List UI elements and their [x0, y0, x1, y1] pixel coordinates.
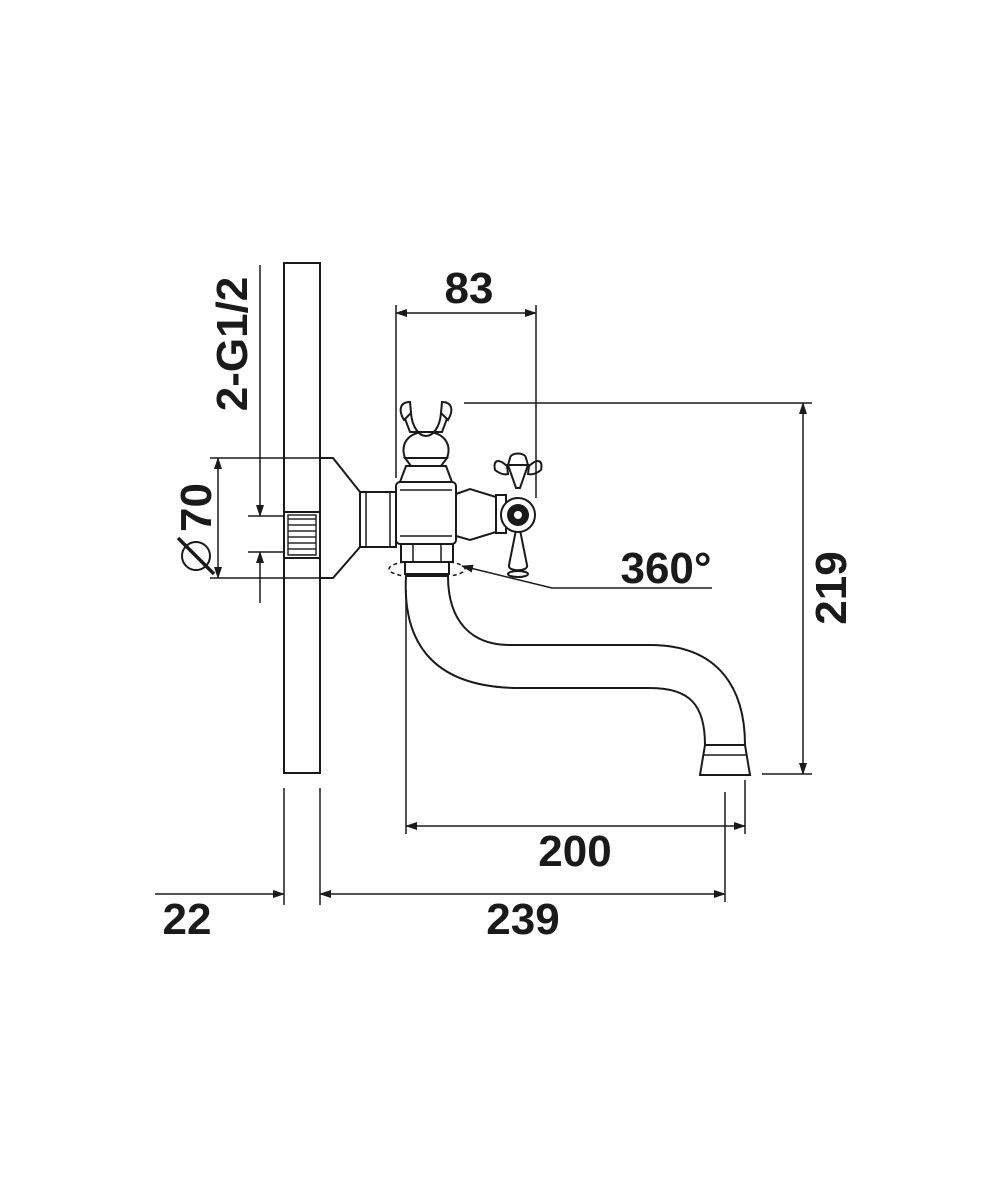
dim-label-200: 200 — [538, 827, 611, 876]
dim-label-70: 70 — [172, 483, 221, 532]
faucet-body — [319, 400, 497, 579]
dim-label-83: 83 — [445, 264, 494, 313]
dimension-239 — [319, 792, 726, 902]
dimension-219 — [464, 402, 812, 775]
dim-label-22: 22 — [163, 895, 212, 944]
dim-label-219: 219 — [807, 551, 856, 624]
dim-label-360: 360° — [620, 544, 711, 593]
wall-extension-lines — [283, 788, 321, 905]
dimension-thread — [248, 265, 284, 603]
dimension-83 — [395, 305, 537, 498]
wall-section — [283, 262, 321, 774]
spout — [404, 575, 752, 776]
dim-label-diameter: 70 — [172, 483, 221, 576]
cross-handle — [493, 452, 543, 578]
dimension-diameter-70 — [210, 457, 320, 579]
dimension-200 — [405, 590, 746, 834]
dim-label-thread: 2-G1/2 — [208, 277, 257, 412]
rotation-indicator — [388, 561, 712, 589]
dim-label-239: 239 — [486, 895, 559, 944]
